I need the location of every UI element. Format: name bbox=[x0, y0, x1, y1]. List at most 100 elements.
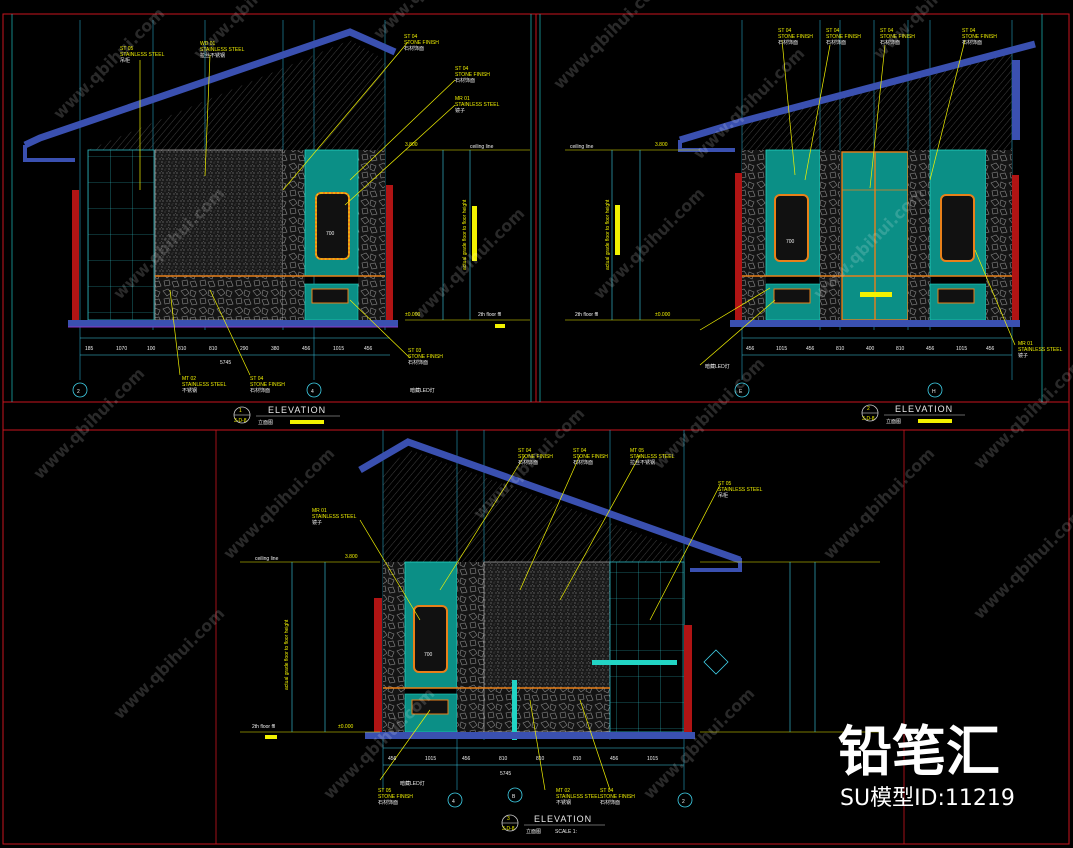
note-cn-2-2: 石材饰面 bbox=[573, 459, 593, 466]
window-dim-0: 700 bbox=[326, 231, 335, 237]
note-cn-2-7: 石材饰面 bbox=[378, 799, 398, 806]
led-note-1: 暗藏LED灯 bbox=[705, 363, 730, 370]
dim-0-1: 1070 bbox=[116, 346, 127, 352]
grid-left-1-bubble bbox=[734, 382, 750, 398]
note-code-1-2: ST 04 bbox=[880, 28, 893, 34]
note-code-0-2: ST 04 bbox=[404, 34, 417, 40]
watermark-text: www.qbihui.com bbox=[109, 604, 228, 723]
view-title-2: ELEVATION bbox=[895, 404, 953, 414]
note-name-0-5: STAINLESS STEEL bbox=[182, 382, 227, 388]
view-subtitle-2: 立面图 bbox=[886, 418, 901, 425]
note-cn-2-0: 镜子 bbox=[312, 519, 322, 526]
note-code-2-5: MT 02 bbox=[556, 788, 570, 794]
dim-1-6: 456 bbox=[926, 346, 935, 352]
level-top-2: 3.800 bbox=[345, 554, 358, 560]
dim-0-9: 456 bbox=[364, 346, 373, 352]
view-title-3: ELEVATION bbox=[534, 814, 592, 824]
note-cn-0-5: 不锈钢 bbox=[182, 387, 197, 394]
sheet-code-2: 3-D-8 bbox=[862, 416, 875, 422]
note-name-1-1: STONE FINISH bbox=[826, 34, 861, 40]
note-code-2-1: ST 04 bbox=[518, 448, 531, 454]
note-code-0-0: ST 05 bbox=[120, 46, 133, 52]
note-cn-0-3: 石材饰面 bbox=[455, 77, 475, 84]
note-code-0-5: MT 02 bbox=[182, 376, 196, 382]
note-code-0-1: WD 01 bbox=[200, 41, 216, 47]
led-note-2: 暗藏LED灯 bbox=[400, 780, 425, 787]
grid-right-1: H bbox=[932, 389, 936, 395]
note-cn-0-6: 石材饰面 bbox=[250, 387, 270, 394]
grid-right-0: 4 bbox=[311, 389, 314, 395]
note-code-1-4: MR 01 bbox=[1018, 341, 1033, 347]
note-name-0-1: STAINLESS STEEL bbox=[200, 47, 245, 53]
level-bottom-2: ±0.000 bbox=[338, 724, 353, 730]
dim-2-0: 456 bbox=[388, 756, 397, 762]
note-name-2-2: STONE FINISH bbox=[573, 454, 608, 460]
note-name-2-1: STONE FINISH bbox=[518, 454, 553, 460]
note-name-0-4: STAINLESS STEEL bbox=[455, 102, 500, 108]
note-name-0-0: STAINLESS STEEL bbox=[120, 52, 165, 58]
note-code-1-1: ST 04 bbox=[826, 28, 839, 34]
dim-2-7: 1015 bbox=[647, 756, 658, 762]
title-block-3: 3 3-D-8 ELEVATION 立面图 SCALE 1: bbox=[501, 814, 605, 835]
floor-label-2: 2th floor ffl bbox=[252, 724, 275, 730]
note-code-0-7: ST 03 bbox=[408, 348, 421, 354]
note-cn-0-7: 石材饰面 bbox=[408, 359, 428, 366]
vertical-label-2: actual grade floor to floor height bbox=[284, 619, 290, 690]
ceiling-label-1: ceiling line bbox=[570, 144, 594, 150]
sheet-code-1: 3-D-8 bbox=[234, 418, 247, 424]
note-cn-2-3: 拉丝不锈钢 bbox=[630, 459, 655, 466]
note-cn-2-6: 石材饰面 bbox=[600, 799, 620, 806]
dim-2-5: 810 bbox=[573, 756, 582, 762]
model-id-label: SU模型ID:11219 bbox=[840, 786, 1015, 811]
dim-1-7: 1015 bbox=[956, 346, 967, 352]
level-top-1: 3.800 bbox=[655, 142, 668, 148]
note-cn-1-3: 石材饰面 bbox=[962, 39, 982, 46]
led-note-0: 暗藏LED灯 bbox=[410, 387, 435, 394]
dim-1-4: 400 bbox=[866, 346, 875, 352]
vertical-label-0: actual grade floor to floor height bbox=[462, 199, 468, 270]
view-number-1: 1 bbox=[239, 408, 242, 414]
grid-left-0-bubble bbox=[72, 382, 88, 398]
grid-left-1: E bbox=[739, 389, 743, 395]
note-name-1-0: STONE FINISH bbox=[778, 34, 813, 40]
note-cn-0-1: 拉丝不锈钢 bbox=[200, 52, 225, 59]
ceiling-label-0: ceiling line bbox=[470, 144, 494, 150]
floor-label-1: 2th floor ffl bbox=[575, 312, 598, 318]
level-bottom-0: ±0.000 bbox=[405, 312, 420, 318]
note-name-2-3: STAINLESS STEEL bbox=[630, 454, 675, 460]
note-name-0-7: STONE FINISH bbox=[408, 354, 443, 360]
grid-left-2-bubble bbox=[447, 792, 463, 808]
note-code-1-3: ST 04 bbox=[962, 28, 975, 34]
note-cn-2-1: 石材饰面 bbox=[518, 459, 538, 466]
note-name-0-3: STONE FINISH bbox=[455, 72, 490, 78]
view-scale-3: SCALE 1: bbox=[555, 829, 577, 835]
note-cn-1-0: 石材饰面 bbox=[778, 39, 798, 46]
watermark-text: www.qbihui.com bbox=[29, 364, 148, 483]
dim-1-2: 456 bbox=[806, 346, 815, 352]
dim-2-6: 456 bbox=[610, 756, 619, 762]
watermark-text: www.qbihui.com bbox=[649, 354, 768, 473]
grid-mid-2: B bbox=[512, 794, 516, 800]
watermark-text: www.qbihui.com bbox=[969, 354, 1073, 473]
dim-2-3: 810 bbox=[499, 756, 508, 762]
note-cn-0-2: 石材饰面 bbox=[404, 45, 424, 52]
elevation-view-3 bbox=[240, 430, 880, 791]
dim-0-7: 456 bbox=[302, 346, 311, 352]
note-name-2-5: STAINLESS STEEL bbox=[556, 794, 601, 800]
sheet-frame bbox=[2, 13, 1070, 845]
note-name-0-2: STONE FINISH bbox=[404, 40, 439, 46]
dim-2-2: 456 bbox=[462, 756, 471, 762]
grid-left-2: 4 bbox=[452, 799, 455, 805]
note-cn-2-4: 吊柜 bbox=[718, 492, 728, 499]
dim-1-3: 810 bbox=[836, 346, 845, 352]
floor-label-0: 2th floor ffl bbox=[478, 312, 501, 318]
dim-0-5: 290 bbox=[240, 346, 249, 352]
dim-1-0: 456 bbox=[746, 346, 755, 352]
watermark-text: www.qbihui.com bbox=[409, 204, 528, 323]
watermark-text: www.qbihui.com bbox=[969, 504, 1073, 623]
title-block-2: 2 3-D-8 ELEVATION 立面图 bbox=[861, 404, 965, 425]
sheet-code-3: 3-D-8 bbox=[502, 826, 515, 832]
dim-0-0: 185 bbox=[85, 346, 94, 352]
